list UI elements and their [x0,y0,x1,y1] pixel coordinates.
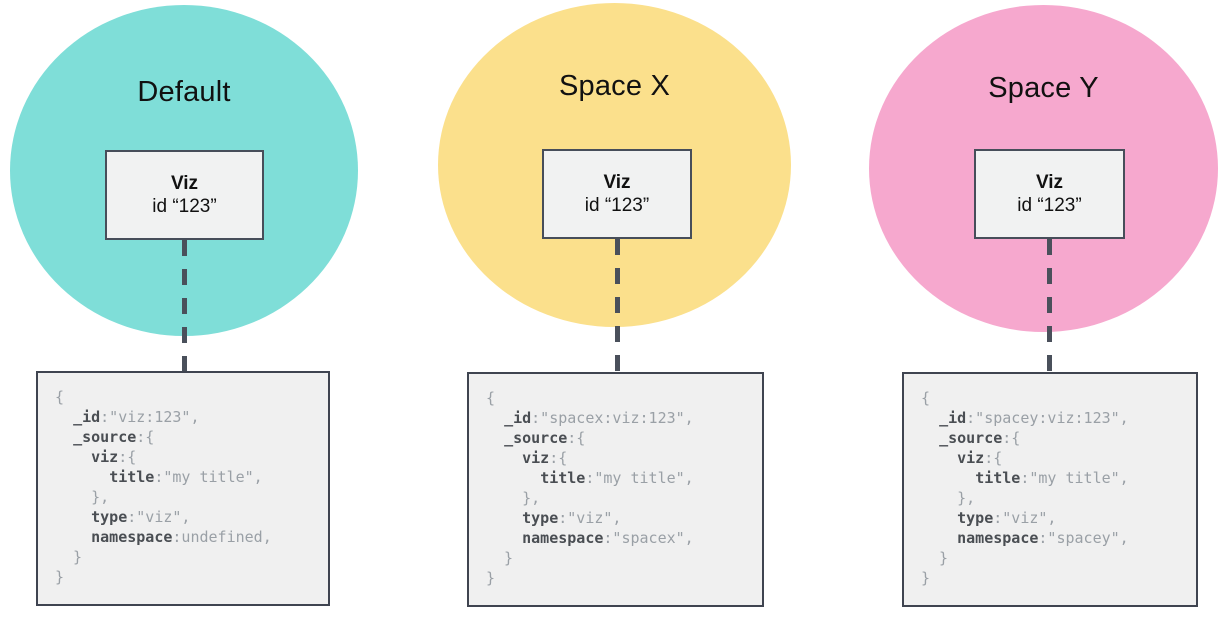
document-json-code: { _id:"spacey:viz:123", _source:{ viz:{ … [921,389,1129,587]
viz-box-id: id “123” [152,196,217,217]
dashed-connector-y [1047,239,1052,373]
space-title-x: Space X [558,70,671,102]
viz-box-title: Viz [603,172,631,193]
dashed-connector-x [615,239,620,373]
saved-object-document-x: { _id:"spacex:viz:123", _source:{ viz:{ … [467,372,764,607]
space-title-default: Default [137,76,231,108]
viz-box-id: id “123” [584,195,650,216]
viz-box-title: Viz [1035,172,1064,193]
viz-box-id: id “123” [1017,195,1082,216]
document-json-code: { _id:"spacex:viz:123", _source:{ viz:{ … [486,389,694,587]
dashed-connector-default [182,240,187,374]
viz-object-box-y: Viz id “123” [974,149,1125,239]
saved-object-document-default: { _id:"viz:123", _source:{ viz:{ title:"… [36,371,330,606]
viz-box-title: Viz [170,173,199,194]
viz-object-box-x: Viz id “123” [542,149,692,239]
space-title-y: Space Y [988,72,1099,104]
saved-object-document-y: { _id:"spacey:viz:123", _source:{ viz:{ … [902,372,1198,607]
document-json-code: { _id:"viz:123", _source:{ viz:{ title:"… [55,388,272,586]
viz-object-box-default: Viz id “123” [105,150,264,240]
